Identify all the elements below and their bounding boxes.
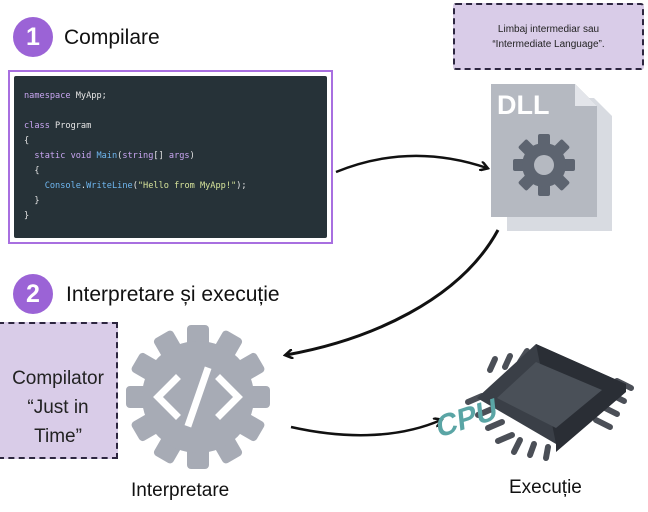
step-1-badge: 1 bbox=[13, 17, 53, 57]
code-token: string bbox=[122, 151, 154, 161]
jit-line-2: “Just in bbox=[27, 397, 89, 418]
gear-icon bbox=[513, 134, 575, 196]
code-token: ) bbox=[189, 151, 195, 161]
jit-line-3: Time” bbox=[34, 426, 82, 447]
code-token: MyApp; bbox=[70, 91, 107, 101]
step-2-badge: 2 bbox=[13, 274, 53, 314]
code-token: class bbox=[24, 121, 50, 131]
code-gear-icon bbox=[126, 325, 270, 469]
note-line-1: Limbaj intermediar sau bbox=[497, 24, 600, 35]
code-line: Console.WriteLine("Hello from MyApp!"); bbox=[24, 179, 317, 194]
code-token: { bbox=[24, 136, 30, 146]
interpreter-caption: Interpretare bbox=[131, 480, 230, 501]
arrow-interpreter-to-cpu bbox=[290, 420, 441, 437]
intermediate-language-note: Limbaj intermediar sau “Intermediate Lan… bbox=[453, 3, 644, 70]
code-token: [] bbox=[153, 151, 169, 161]
code-token: ( bbox=[117, 151, 123, 161]
code-line: namespace MyApp; bbox=[24, 89, 317, 104]
jit-compiler-note: Compilator “Just in Time” bbox=[0, 322, 118, 459]
step-1-title: Compilare bbox=[64, 26, 160, 49]
execution-caption: Execuție bbox=[509, 477, 582, 498]
code-token: namespace bbox=[24, 91, 71, 101]
code-line: } bbox=[24, 209, 317, 224]
code-token: ( bbox=[132, 181, 138, 191]
dll-label: DLL bbox=[497, 90, 549, 120]
code-line: { bbox=[24, 164, 317, 179]
code-token: args bbox=[168, 151, 190, 161]
arrow-code-to-dll bbox=[335, 154, 487, 174]
code-token: static void bbox=[24, 151, 97, 161]
code-frame: namespace MyApp; class Program { static v… bbox=[8, 70, 333, 244]
step-2-title: Interpretare și execuție bbox=[66, 283, 280, 306]
code-token: Main bbox=[96, 151, 118, 161]
code-line: { bbox=[24, 134, 317, 149]
arrow-dll-to-interpreter bbox=[286, 229, 500, 355]
jit-line-1: Compilator bbox=[12, 368, 104, 389]
code-line: static void Main(string[] args) bbox=[24, 149, 317, 164]
code-token: WriteLine bbox=[86, 181, 133, 191]
code-token: . bbox=[80, 181, 87, 191]
code-line: } bbox=[24, 194, 317, 209]
code-token: Program bbox=[49, 121, 92, 131]
code-token: Console bbox=[44, 181, 81, 191]
code-line: class Program bbox=[24, 119, 317, 134]
code-token: } bbox=[24, 196, 40, 206]
code-token: } bbox=[24, 211, 30, 221]
code-token: ); bbox=[236, 181, 247, 191]
code-block: namespace MyApp; class Program { static v… bbox=[14, 76, 327, 238]
note-line-2: “Intermediate Language”. bbox=[492, 39, 605, 50]
code-token: "Hello from MyApp!" bbox=[137, 181, 237, 191]
code-token: { bbox=[24, 166, 40, 176]
dll-file-icon: DLL bbox=[491, 84, 612, 231]
cpu-chip-icon: CPU bbox=[435, 344, 634, 461]
